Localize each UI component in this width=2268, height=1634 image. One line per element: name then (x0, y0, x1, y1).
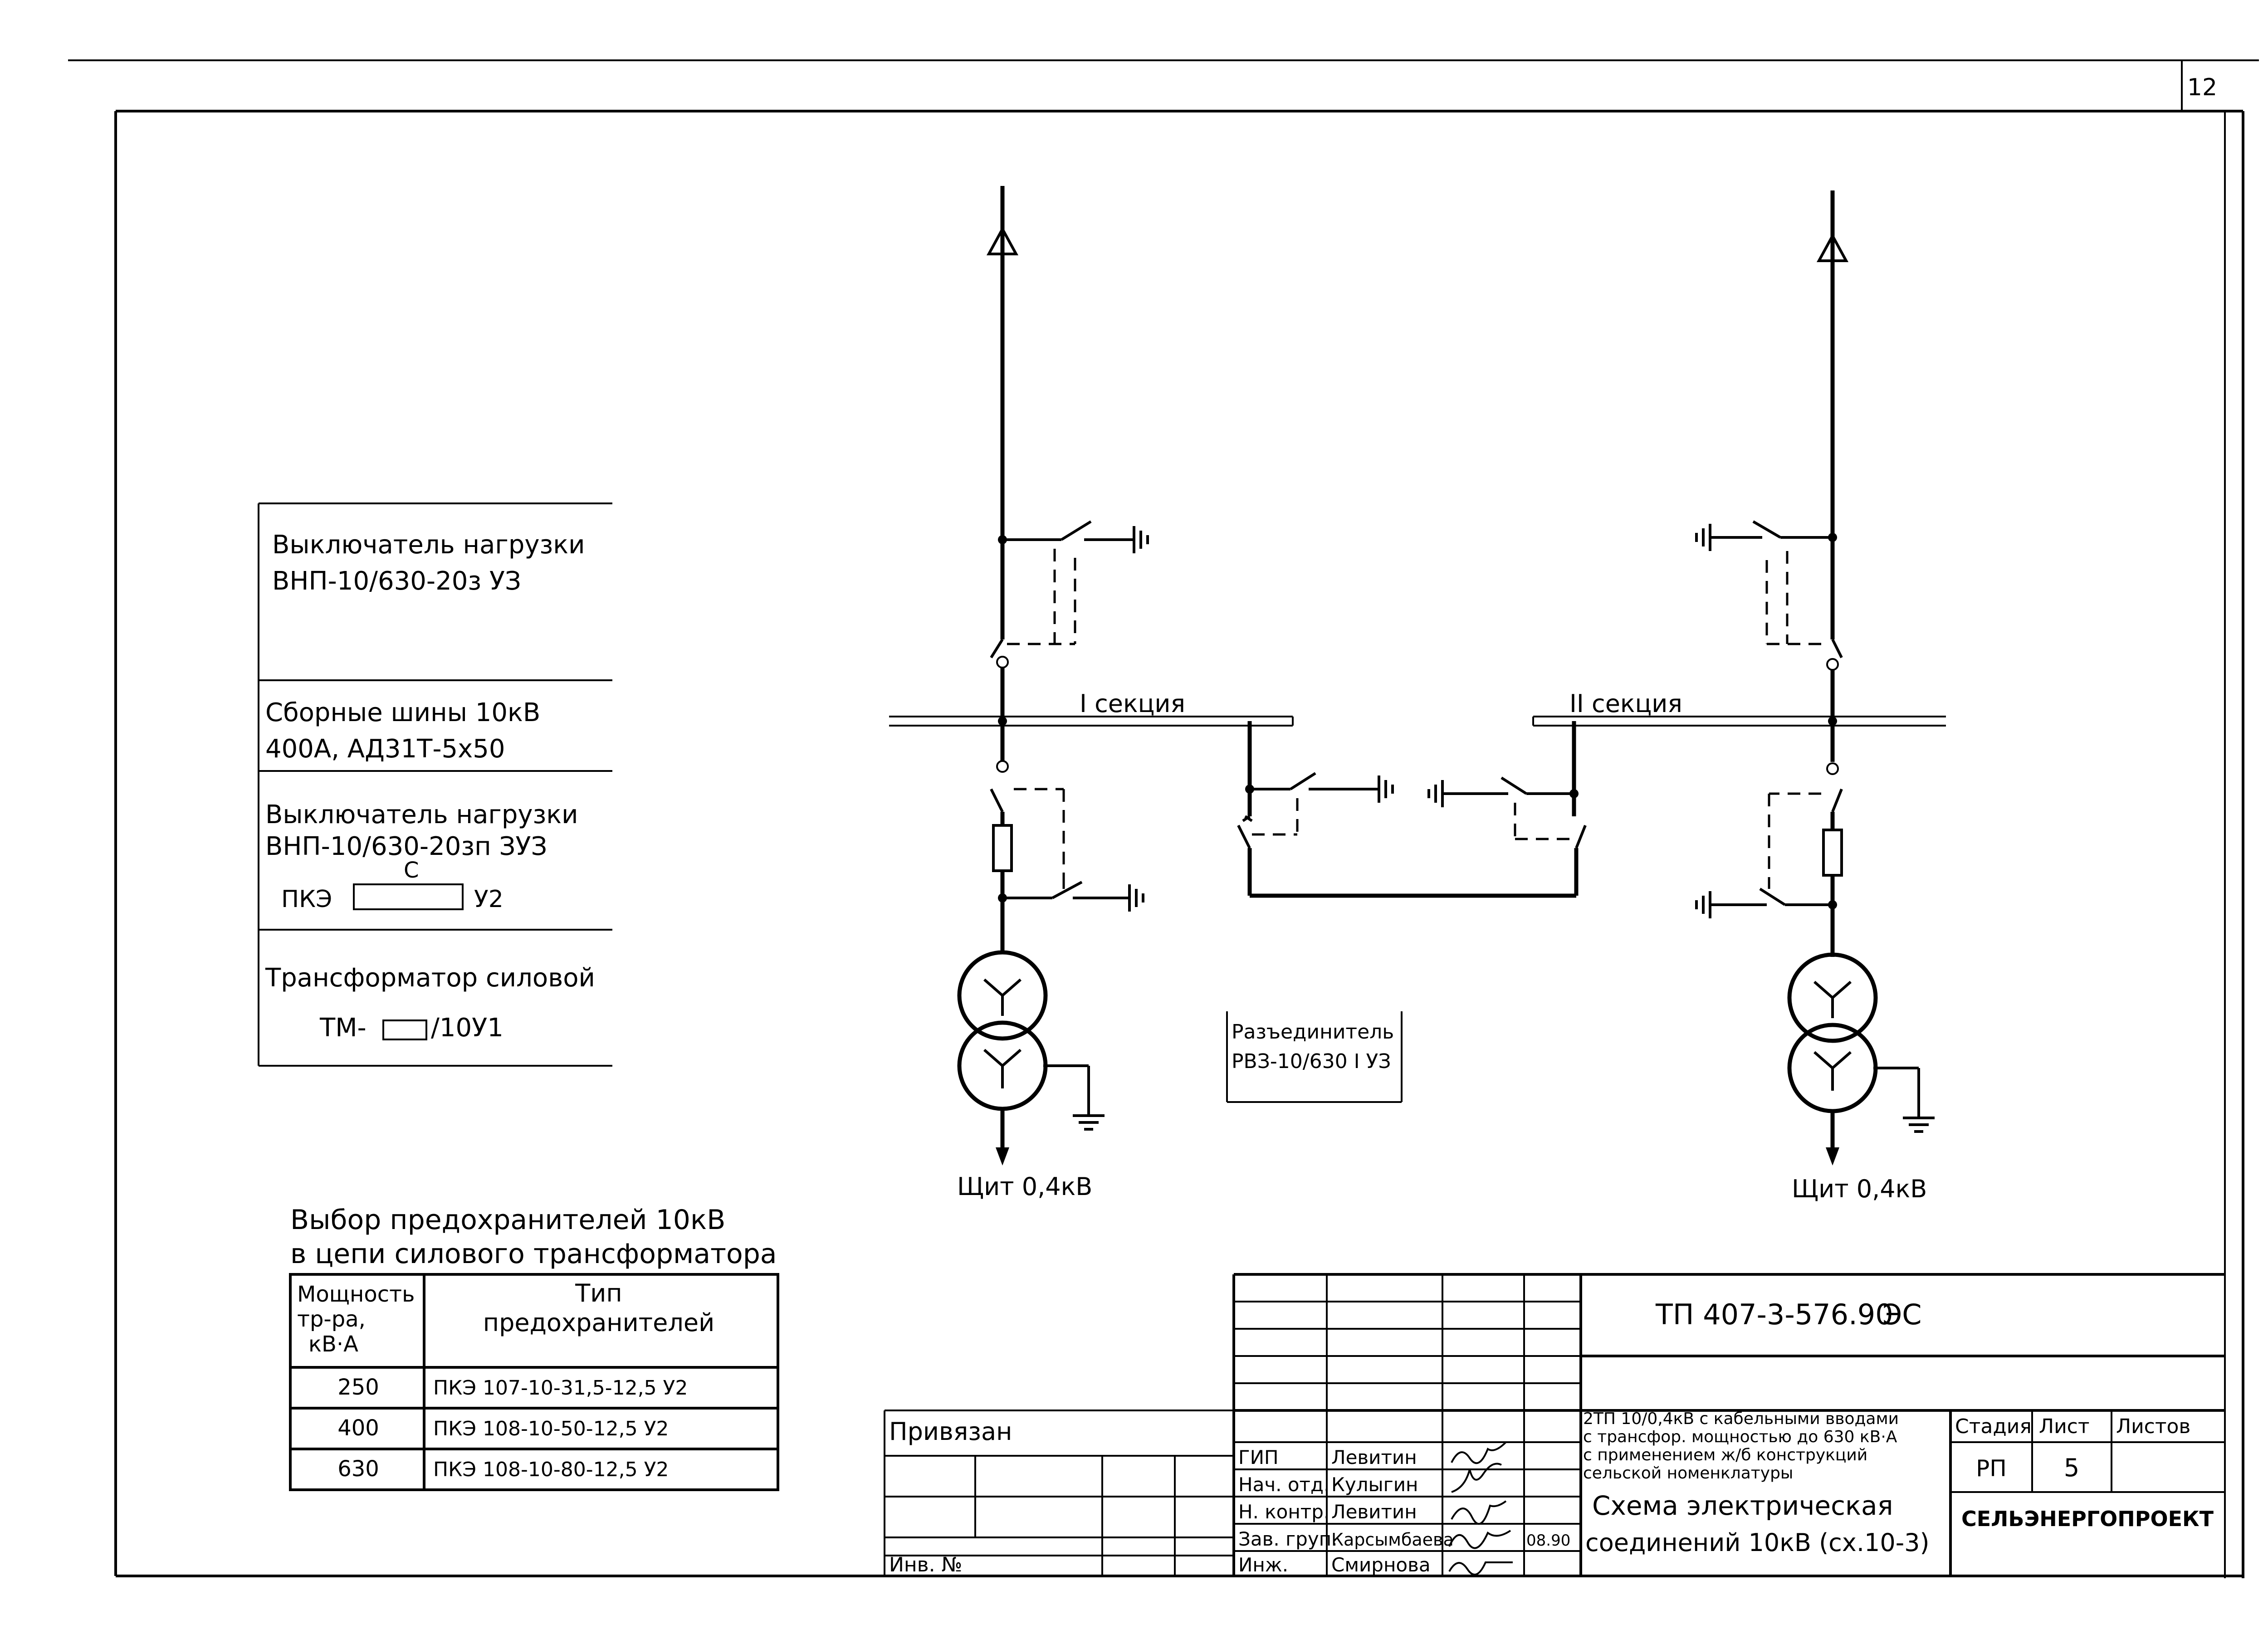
legend-item2-line2: 400А, АД31Т-5х50 (265, 734, 505, 764)
svg-text:ПКЭ 107-10-31,5-12,5 У2: ПКЭ 107-10-31,5-12,5 У2 (433, 1376, 688, 1400)
description-line2: с трансфор. мощностью до 630 кВ·А (1583, 1428, 1897, 1446)
fuse-table-header-power-1: Мощность (297, 1282, 415, 1307)
right-cable-arrow-icon (1816, 233, 1849, 262)
svg-text:Кулыгин: Кулыгин (1331, 1473, 1418, 1496)
legend-item4-line2-prefix: ТМ- (319, 1013, 367, 1043)
inv-label: Инв. № (889, 1553, 962, 1576)
drawing-title-line1: Схема электрическая (1592, 1490, 1893, 1521)
stage-label: Стадия (1955, 1415, 2032, 1438)
fuse-table-row: 400 ПКЭ 108-10-50-12,5 У2 (337, 1415, 669, 1441)
sheets-label: Листов (2116, 1415, 2190, 1438)
date-value: 08.90 (1526, 1532, 1570, 1550)
drawing-title-line2: соединений 10кВ (сх.10-3) (1585, 1528, 1930, 1557)
staff-row: ГИП Левитин (1238, 1441, 1507, 1468)
svg-text:Нач. отд.: Нач. отд. (1238, 1473, 1330, 1496)
legend-item3-line1: Выключатель нагрузки (265, 800, 578, 829)
signature-mark-5 (1448, 1561, 1513, 1575)
svg-text:Левитин: Левитин (1331, 1446, 1417, 1468)
left-feeder-circuit (957, 186, 1149, 1166)
legend-item1-line1: Выключатель нагрузки (272, 530, 585, 560)
legend-item3-line2: ВНП-10/630-20зп ЗУЗ (265, 832, 547, 861)
legend-item4-line2-suffix: /10У1 (431, 1013, 503, 1043)
disconnector-label-box (1226, 1011, 1403, 1103)
svg-text:Смирнова: Смирнова (1331, 1554, 1431, 1576)
doc-mark: ЭС (1882, 1298, 1922, 1331)
legend-item1-line2: ВНП-10/630-20з УЗ (272, 566, 521, 596)
panel-left-label: Щит 0,4кВ (957, 1172, 1092, 1201)
svg-text:Н. контр.: Н. контр. (1238, 1501, 1330, 1523)
sheet-value: 5 (2064, 1454, 2079, 1482)
legend-tm-blank (382, 1019, 427, 1040)
fuse-table-header-type-1: Тип (575, 1279, 622, 1307)
svg-text:ПКЭ 108-10-50-12,5 У2: ПКЭ 108-10-50-12,5 У2 (433, 1417, 669, 1440)
doc-code: ТП 407-3-576.90 (1655, 1298, 1893, 1331)
fuse-table-header-type-2: предохранителей (483, 1308, 714, 1337)
busbars (889, 716, 1946, 727)
svg-text:400: 400 (337, 1415, 379, 1441)
section-right-label: II секция (1569, 689, 1682, 718)
fuse-table-header-power-3: кВ·А (308, 1332, 358, 1357)
svg-text:Инж.: Инж. (1238, 1554, 1288, 1576)
signature-mark-1 (1451, 1441, 1507, 1464)
description-line1: 2ТП 10/0,4кВ с кабельными вводами (1583, 1410, 1899, 1428)
legend-item3-pke: ПКЭ (281, 886, 332, 913)
svg-text:Карсымбаева: Карсымбаева (1331, 1530, 1454, 1550)
panel-right-label: Щит 0,4кВ (1792, 1175, 1927, 1203)
legend-item3-pke-suffix: У2 (474, 886, 503, 913)
right-feeder-circuit (1695, 190, 1935, 1166)
right-transformer-winding-hv (1787, 952, 1878, 1043)
staff-row: Н. контр. Левитин (1238, 1500, 1507, 1525)
legend-pke-blank (353, 883, 464, 910)
sheet-border (68, 59, 2259, 1578)
left-transformer-winding-hv (957, 950, 1048, 1041)
staff-row: Зав. груп. Карсымбаева (1238, 1528, 1511, 1550)
description-line4: сельской номенклатуры (1583, 1464, 1793, 1483)
fuse-table-row: 250 ПКЭ 107-10-31,5-12,5 У2 (337, 1375, 688, 1400)
signature-mark-2 (1451, 1463, 1502, 1493)
svg-text:Зав. груп.: Зав. груп. (1238, 1528, 1338, 1550)
disconnector-label-line1: Разъединитель (1232, 1020, 1394, 1044)
left-fuse (992, 824, 1013, 872)
staff-row: Инж. Смирнова (1238, 1554, 1513, 1576)
svg-text:ГИП: ГИП (1238, 1446, 1279, 1468)
stage-value: РП (1976, 1455, 2007, 1482)
svg-text:ПКЭ 108-10-80-12,5 У2: ПКЭ 108-10-80-12,5 У2 (433, 1458, 669, 1481)
signature-mark-4 (1448, 1530, 1511, 1549)
title-block-grid (884, 1273, 2225, 1576)
description-line3: с применением ж/б конструкций (1583, 1446, 1867, 1464)
svg-text:Левитин: Левитин (1331, 1501, 1417, 1523)
svg-text:250: 250 (337, 1375, 379, 1400)
fuse-table-title2: в цепи силового трансформатора (290, 1238, 777, 1270)
privyazan-label: Привязан (889, 1417, 1012, 1446)
sheet-label: Лист (2039, 1415, 2090, 1438)
legend (258, 502, 612, 1067)
fuse-table-row: 630 ПКЭ 108-10-80-12,5 У2 (337, 1456, 669, 1482)
signature-mark-3 (1451, 1500, 1507, 1525)
fuse-table-grid (289, 1273, 779, 1491)
fuse-table-header-power-2: тр-ра, (297, 1307, 366, 1332)
svg-text:630: 630 (337, 1456, 379, 1482)
organization: СЕЛЬЭНЕРГОПРОЕКТ (1961, 1507, 2214, 1531)
right-fuse (1822, 829, 1843, 877)
staff-row: Нач. отд. Кулыгин (1238, 1463, 1502, 1496)
legend-item2-line1: Сборные шины 10кВ (265, 698, 540, 727)
section-disconnector (1237, 721, 1587, 898)
legend-item4-line1: Трансформатор силовой (265, 963, 595, 993)
disconnector-label-line2: РВЗ-10/630 I УЗ (1232, 1050, 1391, 1073)
legend-item3-sub: С (404, 858, 419, 883)
section-left-label: I секция (1080, 689, 1185, 718)
fuse-table-title1: Выбор предохранителей 10кВ (290, 1204, 725, 1236)
sheet-corner-number: 12 (2187, 74, 2217, 101)
